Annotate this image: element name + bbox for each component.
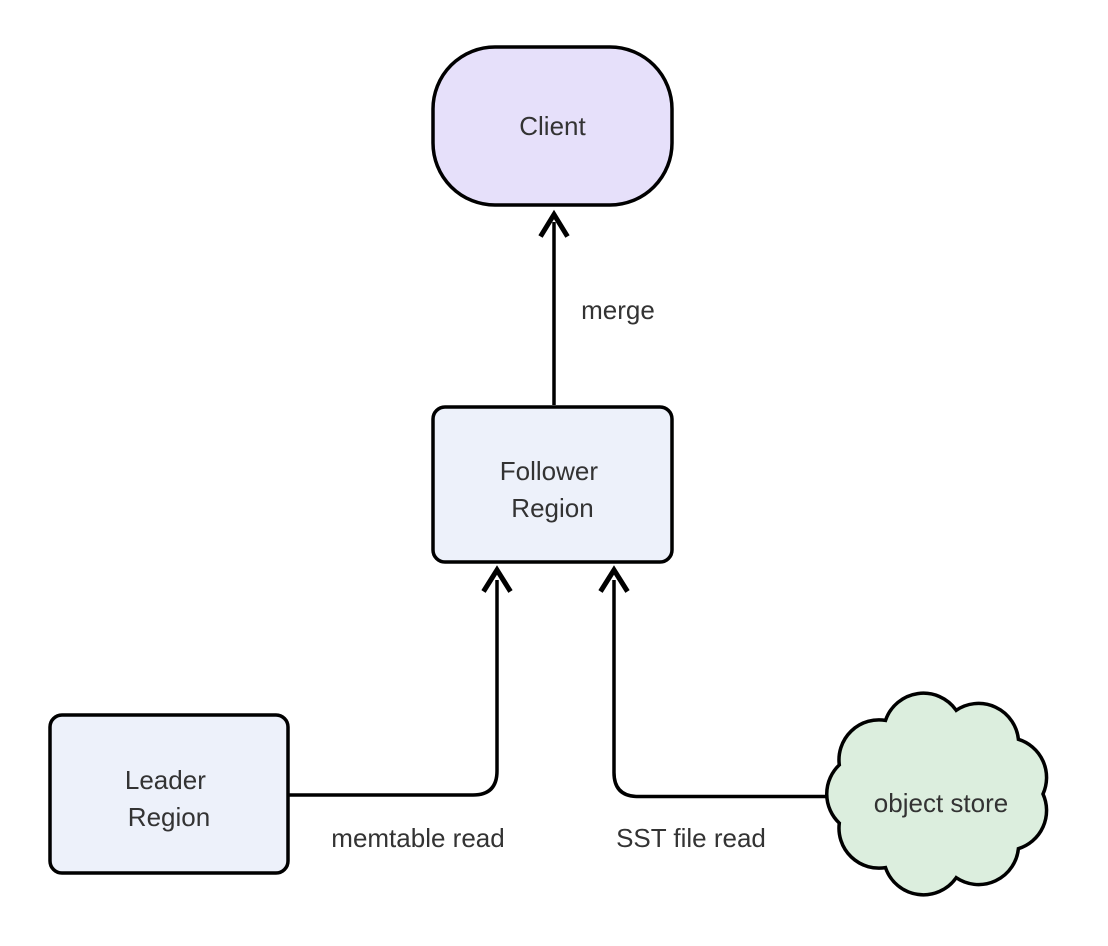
node-client-shape	[431, 45, 674, 207]
edge-merge-label: merge	[581, 295, 655, 325]
node-object-store: object store	[825, 691, 1049, 897]
node-object-store-cloud-shape	[825, 691, 1049, 897]
edge-sst-file-read-arrowhead-icon	[598, 565, 630, 593]
node-follower-region-label-line2: Region	[511, 493, 593, 523]
node-follower-region-label-line1: Follower	[500, 456, 599, 486]
node-client: Client	[431, 45, 674, 207]
node-leader-region-label: Leader Region	[125, 765, 213, 832]
edge-memtable-read-line	[280, 580, 499, 797]
edge-sst-file-read: SST file read	[598, 565, 846, 853]
node-client-label: Client	[519, 111, 586, 141]
node-follower-region-shape	[431, 405, 674, 564]
node-leader-region-shape	[48, 713, 290, 875]
edge-memtable-read: memtable read	[280, 565, 513, 853]
edge-merge: merge	[538, 209, 655, 405]
edge-sst-file-read-line	[612, 580, 846, 799]
edge-memtable-read-arrowhead-icon	[481, 565, 513, 593]
edge-merge-arrowhead-icon	[538, 209, 570, 238]
edge-sst-file-read-label: SST file read	[616, 823, 766, 853]
node-leader-region-label-line2: Region	[128, 802, 210, 832]
node-object-store-label: object store	[874, 788, 1008, 818]
node-follower-region: Follower Region	[431, 405, 674, 564]
edge-memtable-read-label: memtable read	[331, 823, 504, 853]
node-follower-region-label: Follower Region	[500, 456, 605, 523]
node-leader-region-label-line1: Leader	[125, 765, 206, 795]
node-leader-region: Leader Region	[48, 713, 290, 875]
